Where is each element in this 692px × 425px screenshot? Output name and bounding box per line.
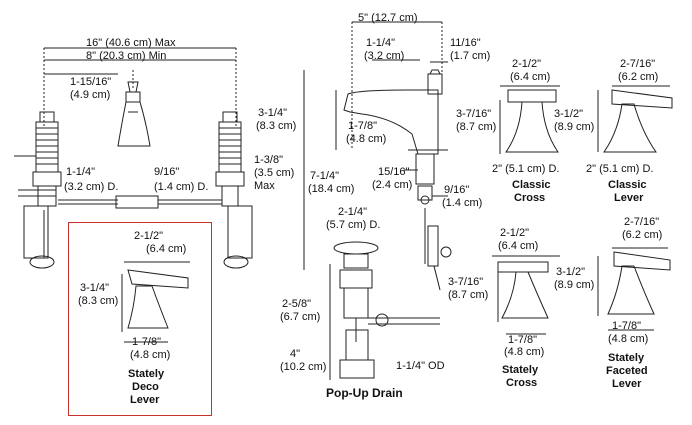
deco-lever-w-cm: (6.4 cm) — [146, 243, 187, 255]
drain-b-in: 4" — [290, 348, 301, 360]
spread-min-label: 8" (20.3 cm) Min — [86, 50, 167, 62]
faceted-lever-base-in: 1-7/8" — [612, 320, 641, 332]
classic-lever-w-in: 2-7/16" — [620, 58, 656, 70]
spout-a-cm: (3.2 cm) — [364, 50, 405, 62]
connector-in: 9/16" — [154, 166, 180, 178]
faceted-lever-name-2: Faceted — [606, 365, 648, 377]
classic-lever-base: 2" (5.1 cm) D. — [586, 163, 654, 175]
spout-b-in: 11/16" — [450, 37, 481, 49]
stately-cross-name-2: Cross — [506, 377, 538, 389]
drain-b-cm: (10.2 cm) — [280, 361, 327, 373]
spout-base-cm: (4.8 cm) — [346, 133, 387, 145]
stately-cross-base-in: 1-7/8" — [508, 334, 537, 346]
stately-cross-base-cm: (4.8 cm) — [504, 346, 545, 358]
deco-lever-w-in: 2-1/2" — [134, 230, 163, 242]
spout-reach-label: 5" (12.7 cm) — [358, 12, 418, 24]
deco-lever-name-3: Lever — [130, 394, 160, 406]
spout-height-in: 3-1/4" — [258, 107, 287, 119]
stately-cross-name-1: Stately — [502, 364, 539, 376]
stately-cross-h-cm: (8.7 cm) — [448, 289, 489, 301]
spout-tail-cm: (1.4 cm) — [442, 197, 483, 209]
overall-height-in: 7-1/4" — [310, 170, 339, 182]
handle-height-in: 1-15/16" — [70, 76, 112, 88]
spread-max-label: 16" (40.6 cm) Max — [86, 37, 176, 49]
spout-side-drawing — [343, 69, 452, 291]
drain-dia-cm: (5.7 cm) D. — [326, 219, 381, 231]
stately-deco-lever-drawing — [121, 261, 190, 343]
spout-a-in: 1-1/4" — [366, 37, 395, 49]
connecting-hoses — [14, 155, 222, 209]
classic-lever-name-1: Classic — [608, 179, 647, 191]
shank-dia-cm: (3.2 cm) D. — [64, 181, 119, 193]
shank-dia-in: 1-1/4" — [66, 166, 95, 178]
stately-cross-handle-drawing — [492, 255, 560, 335]
deco-lever-base-cm: (4.8 cm) — [130, 349, 171, 361]
spread-dimension-lines — [43, 48, 237, 128]
classic-lever-name-2: Lever — [614, 192, 644, 204]
classic-lever-h-cm: (8.9 cm) — [554, 121, 595, 133]
faceted-lever-w-cm: (6.2 cm) — [622, 229, 663, 241]
deck-max-word: Max — [254, 180, 275, 192]
faceted-lever-base-cm: (4.8 cm) — [608, 333, 649, 345]
faceted-lever-h-cm: (8.9 cm) — [554, 279, 595, 291]
drain-a-cm: (6.7 cm) — [280, 311, 321, 323]
faceted-lever-w-in: 2-7/16" — [624, 216, 660, 228]
left-valve-drawing — [23, 111, 62, 269]
stately-cross-w-cm: (6.4 cm) — [498, 240, 539, 252]
spout-tail-in: 9/16" — [444, 184, 470, 196]
pop-up-drain-drawing — [333, 241, 440, 379]
stately-faceted-lever-drawing — [597, 247, 671, 331]
connector-cm: (1.4 cm) D. — [154, 181, 209, 193]
deck-max-cm: (3.5 cm) — [254, 167, 295, 179]
drain-od-label: 1-1/4" OD — [396, 360, 445, 372]
classic-lever-w-cm: (6.2 cm) — [618, 71, 659, 83]
classic-cross-h-cm: (8.7 cm) — [456, 121, 497, 133]
stately-cross-h-in: 3-7/16" — [448, 276, 484, 288]
faceted-lever-name-3: Lever — [612, 378, 642, 390]
classic-cross-name-2: Cross — [514, 192, 546, 204]
drain-a-in: 2-5/8" — [282, 298, 311, 310]
deco-lever-h-in: 3-1/4" — [80, 282, 109, 294]
classic-cross-w-cm: (6.4 cm) — [510, 71, 551, 83]
faceted-lever-name-1: Stately — [608, 352, 645, 364]
deco-lever-name-2: Deco — [132, 381, 159, 393]
spout-shank-in: 15/16" — [378, 166, 410, 178]
overall-height-cm: (18.4 cm) — [308, 183, 355, 195]
deck-max-in: 1-3/8" — [254, 154, 283, 166]
classic-cross-w-in: 2-1/2" — [512, 58, 541, 70]
right-valve-drawing — [215, 111, 253, 269]
drain-caption: Pop-Up Drain — [326, 386, 403, 400]
handle-height-cm: (4.9 cm) — [70, 89, 111, 101]
stately-cross-w-in: 2-1/2" — [500, 227, 529, 239]
classic-lever-h-in: 3-1/2" — [554, 108, 583, 120]
faceted-lever-h-in: 3-1/2" — [556, 266, 585, 278]
spout-b-cm: (1.7 cm) — [450, 50, 491, 62]
deco-lever-h-cm: (8.3 cm) — [78, 295, 119, 307]
classic-lever-handle-drawing — [597, 85, 673, 153]
spout-base-in: 1-7/8" — [348, 120, 377, 132]
classic-cross-name-1: Classic — [512, 179, 551, 191]
deco-lever-base-in: 1-7/8" — [132, 336, 161, 348]
spout-front-drawing — [117, 81, 151, 147]
classic-cross-h-in: 3-7/16" — [456, 108, 492, 120]
classic-cross-handle-drawing — [499, 85, 560, 154]
spout-shank-cm: (2.4 cm) — [372, 179, 413, 191]
spout-height-cm: (8.3 cm) — [256, 120, 297, 132]
drain-dia-in: 2-1/4" — [338, 206, 367, 218]
stately-deco-lever-highlight-box — [68, 222, 212, 416]
classic-cross-base: 2" (5.1 cm) D. — [492, 163, 560, 175]
deco-lever-name-1: Stately — [128, 368, 165, 380]
